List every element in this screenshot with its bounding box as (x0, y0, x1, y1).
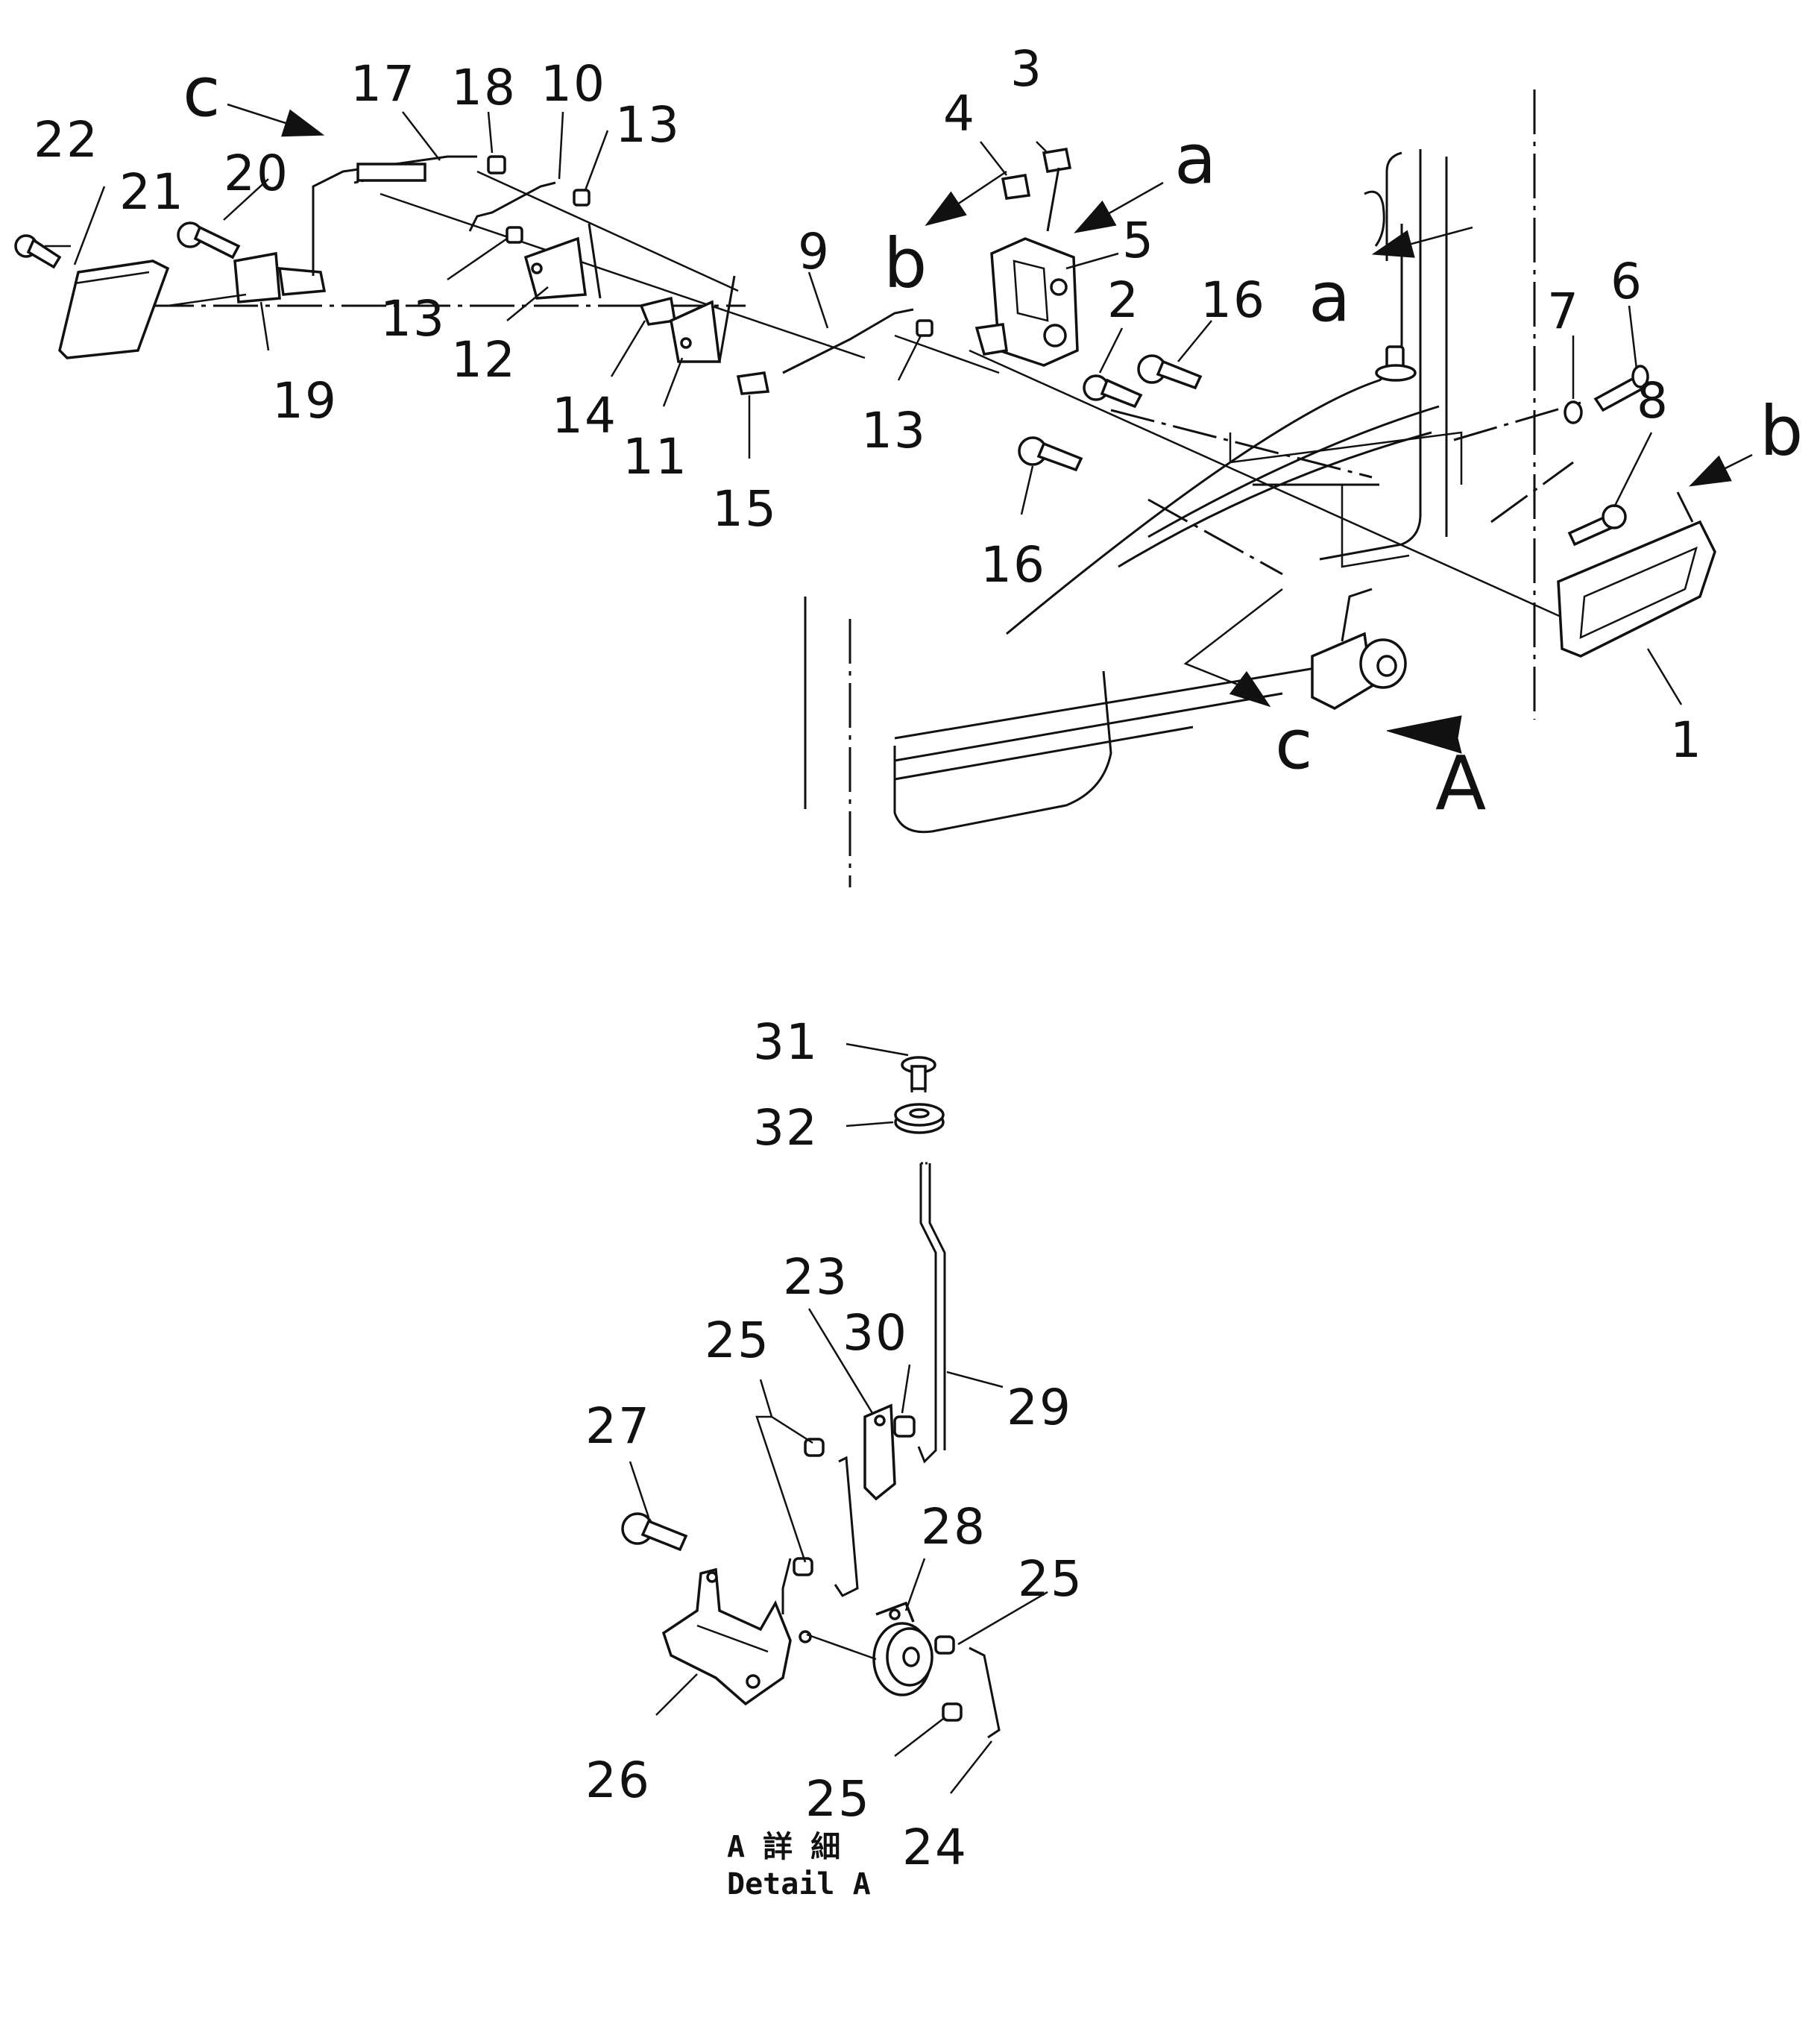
callout-8: 8 (1637, 372, 1669, 430)
callout-30: 30 (843, 1304, 908, 1362)
lock-body-5 (974, 237, 1079, 367)
callout-numbers: 22 21 20 19 17 18 10 13 13 12 14 11 15 9… (34, 40, 1703, 1876)
callout-17: 17 (350, 55, 416, 113)
bracket-11 (670, 275, 736, 363)
caption-english: Detail A (727, 1867, 871, 1901)
callout-29: 29 (1007, 1379, 1072, 1436)
clip-25-a (804, 1438, 825, 1457)
callout-1: 1 (1670, 711, 1703, 769)
callout-2: 2 (1107, 271, 1140, 329)
callout-16-a: 16 (1200, 271, 1266, 329)
ref-letter-a-top: a (1174, 119, 1216, 199)
pin-31 (901, 1056, 936, 1092)
callout-22: 22 (34, 111, 99, 169)
screw-16-lower (1018, 436, 1083, 472)
callout-11: 11 (623, 428, 688, 485)
ref-letter-A-view: A (1435, 740, 1486, 827)
callout-7: 7 (1547, 283, 1580, 340)
rod-29 (917, 1162, 946, 1464)
bolt-6 (1593, 365, 1649, 412)
callout-5: 5 (1122, 212, 1155, 269)
clip-25-c (934, 1635, 955, 1655)
callout-9: 9 (798, 223, 831, 280)
bracket-26 (661, 1567, 812, 1706)
callout-18: 18 (451, 59, 517, 116)
reference-arrows (227, 103, 1753, 754)
clip-25-d (942, 1702, 963, 1722)
cover-plate-21 (58, 259, 170, 359)
caption-japanese: A 詳 細 (727, 1830, 840, 1864)
callout-13-b: 13 (380, 290, 446, 347)
assembly-center-lines (149, 170, 1581, 695)
detail-caption: A 詳 細 Detail A (727, 1830, 871, 1901)
callout-3: 3 (1010, 40, 1043, 98)
callout-15: 15 (712, 480, 778, 538)
screw-27 (621, 1512, 688, 1552)
nut-4 (1001, 173, 1031, 200)
bracket-12 (523, 223, 602, 300)
washer-7 (1564, 400, 1583, 424)
striker-post (1375, 345, 1417, 382)
clip-13-c (916, 319, 933, 337)
reference-letters: c a b a b c A (183, 52, 1803, 827)
screw-2 (1083, 374, 1143, 409)
detail-a-parts (621, 1056, 1001, 1739)
callout-25-c: 25 (805, 1770, 871, 1828)
lock-cylinder-assembly (1311, 588, 1407, 710)
grommet-32 (894, 1103, 945, 1134)
screw-22 (14, 234, 62, 269)
bolt-20 (177, 221, 241, 259)
view-arrow-A (1386, 715, 1462, 754)
callout-19: 19 (272, 372, 338, 430)
clip-30 (893, 1415, 916, 1438)
spring-rod-17 (312, 155, 477, 276)
callout-32: 32 (753, 1099, 819, 1157)
callout-12: 12 (451, 331, 517, 388)
callout-26: 26 (585, 1752, 651, 1809)
callout-16-b: 16 (980, 536, 1046, 594)
callout-14: 14 (552, 387, 617, 444)
rod-10 (468, 181, 556, 232)
bolt-15 (736, 371, 770, 395)
clip-13-b (506, 226, 523, 244)
callout-21: 21 (119, 163, 185, 221)
rod-24 (969, 1646, 1001, 1739)
callout-13-c: 13 (861, 402, 927, 459)
callout-24: 24 (902, 1819, 968, 1876)
screw-16-upper (1137, 354, 1203, 390)
callout-27: 27 (585, 1397, 651, 1455)
callout-25-a: 25 (705, 1312, 770, 1369)
ref-letter-a-door: a (1309, 257, 1350, 337)
leader-lines-upper (45, 111, 1683, 705)
clip-18 (487, 155, 506, 174)
link-rod-3 (1042, 147, 1072, 232)
ref-letter-b-right: b (1760, 391, 1803, 471)
callout-4: 4 (943, 85, 976, 142)
callout-6: 6 (1610, 253, 1643, 310)
leader-lines-detail-a (629, 1042, 1048, 1794)
door-frame (804, 89, 1536, 887)
callout-13-a: 13 (615, 96, 681, 154)
clip-13-a (573, 189, 591, 207)
lever-23 (863, 1403, 896, 1501)
callout-25-b: 25 (1018, 1550, 1083, 1608)
ref-letter-b-top: b (884, 224, 927, 303)
ref-letter-c-bottom: c (1275, 705, 1313, 784)
lock-cylinder-28 (806, 1601, 933, 1696)
callout-20: 20 (224, 145, 289, 202)
clip-25-b (793, 1557, 813, 1576)
callout-28: 28 (921, 1498, 986, 1555)
lock-base-19 (167, 251, 327, 307)
door-handle-1 (1557, 491, 1716, 658)
callout-10: 10 (541, 55, 606, 113)
callout-23: 23 (783, 1248, 848, 1306)
link-rod-25-assembly (781, 1456, 859, 1614)
bolt-8 (1567, 504, 1627, 547)
callout-31: 31 (753, 1013, 819, 1071)
threaded-rod-9 (782, 308, 914, 374)
ref-letter-c-top: c (183, 52, 221, 132)
